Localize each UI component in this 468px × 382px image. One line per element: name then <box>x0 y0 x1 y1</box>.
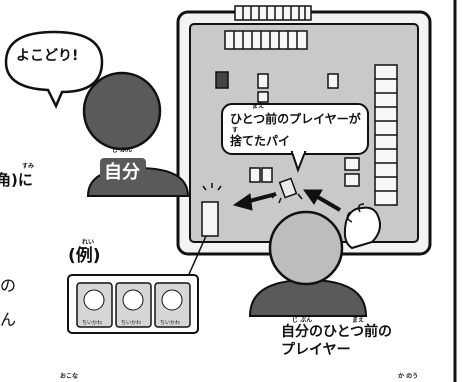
player-ruby-jibun: じ ぶん <box>292 317 313 324</box>
example-cards <box>76 282 191 328</box>
card-caption-1: ちいかわ <box>82 320 103 326</box>
edge-text-no: の <box>0 276 17 295</box>
player-label-line2: プレイヤー <box>281 342 351 358</box>
edge-ruby-sumi: すみ <box>22 163 35 170</box>
edge-text-n: ん <box>0 310 17 329</box>
yokodori-text: よこどり! <box>16 48 79 64</box>
scattered-tiles <box>201 71 360 237</box>
discard-ruby-su: す <box>232 127 239 134</box>
self-label-box <box>100 158 146 188</box>
discard-ruby-mae: まえ <box>252 103 265 110</box>
right-tile-column <box>374 64 398 206</box>
edge-text-kaku: 角)に <box>0 171 33 189</box>
top-tile-rows <box>224 5 312 50</box>
player-ruby-mae: まえ <box>352 317 365 324</box>
player-label-line1: 自分のひとつ前の <box>281 324 393 340</box>
example-ruby: れい <box>82 239 95 246</box>
bottom-ruby-okona: おこな <box>60 373 79 380</box>
card-caption-3: ちいかわ <box>160 320 181 326</box>
yokodori-speech-bubble <box>4 30 104 109</box>
bottom-ruby-kanou: か のう <box>398 373 419 380</box>
example-label: (例) <box>68 246 101 266</box>
discard-note-line2: 捨てたパイ <box>230 134 291 148</box>
self-ruby: じ ぶん <box>112 147 133 154</box>
card-caption-2: ちいかわ <box>121 320 142 326</box>
discarded-tile <box>202 177 303 204</box>
discard-speech-bubble <box>221 103 369 173</box>
previous-player-figure <box>248 210 368 317</box>
self-label: 自分 <box>104 162 140 183</box>
movement-arrows <box>232 189 342 212</box>
discard-note-line1: ひとつ前のプレイヤーが <box>230 112 361 126</box>
reaching-hand <box>343 203 381 250</box>
